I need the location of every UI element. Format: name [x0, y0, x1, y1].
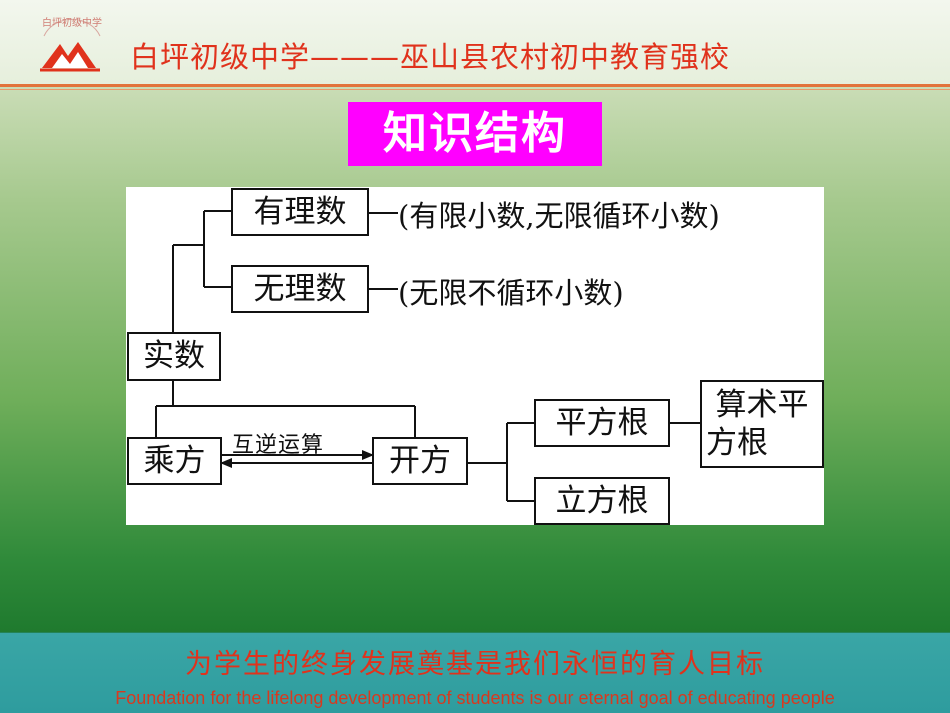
section-title: 知识结构	[348, 102, 602, 166]
node-rational-numbers: 有理数	[231, 188, 369, 236]
arith-root-line1: 算术平	[715, 387, 809, 423]
footer-motto-chinese: 为学生的终身发展奠基是我们永恒的育人目标	[185, 649, 765, 680]
node-root-extraction: 开方	[372, 437, 468, 485]
arrowhead-left	[220, 458, 232, 468]
school-title: 白坪初级中学———巫山县农村初中教育强校	[130, 40, 731, 74]
diagram-connectors	[155, 210, 700, 502]
school-logo: 白坪初级中学	[30, 6, 114, 78]
node-arithmetic-square-root: 算术平 方根	[700, 380, 824, 468]
node-square-root: 平方根	[534, 399, 670, 447]
header-band	[0, 0, 950, 84]
header-divider-thin	[0, 89, 950, 90]
node-irrational-numbers: 无理数	[231, 265, 369, 313]
footer-band	[0, 633, 950, 713]
label-inverse-operation: 互逆运算	[232, 433, 325, 458]
node-real-numbers: 实数	[127, 332, 221, 381]
svg-text:白坪初级中学: 白坪初级中学	[42, 16, 102, 29]
note-rational: (有限小数,无限循环小数)	[398, 199, 720, 233]
knowledge-structure-diagram: 有理数 (有限小数,无限循环小数) 无理数 (无限不循环小数) 实数 乘方 互逆…	[126, 187, 824, 525]
footer-motto-english: Foundation for the lifelong development …	[115, 688, 835, 708]
node-cube-root: 立方根	[534, 477, 670, 525]
node-power: 乘方	[127, 437, 222, 485]
header-divider	[0, 84, 950, 87]
arrowhead-right	[362, 450, 374, 460]
arith-root-line2: 方根	[706, 425, 768, 461]
note-irrational: (无限不循环小数)	[398, 276, 624, 310]
